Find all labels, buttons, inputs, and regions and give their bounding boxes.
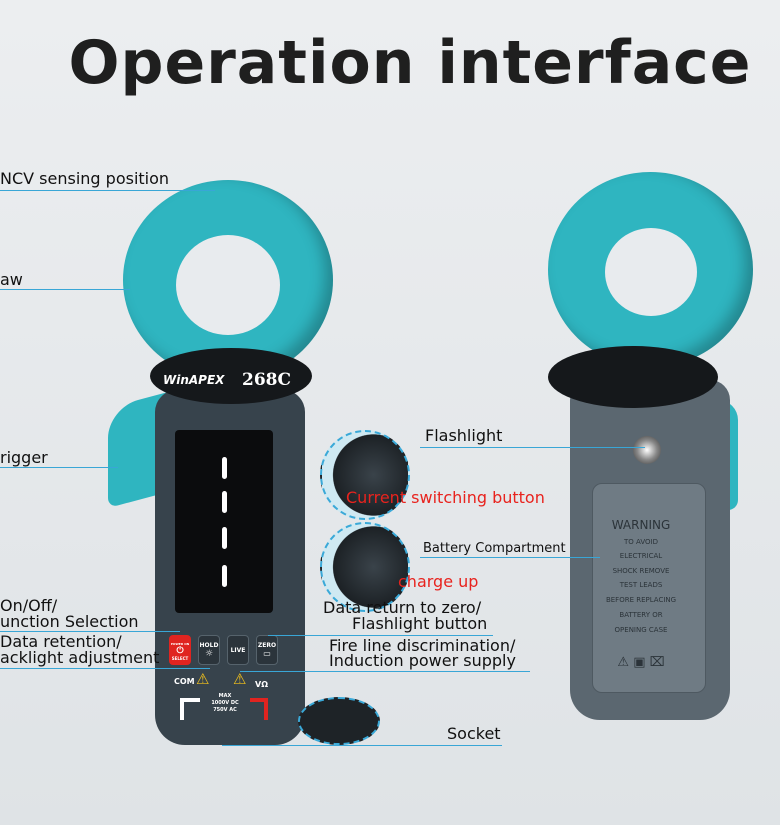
socket-inset: [298, 697, 380, 745]
jaw-opening: [176, 235, 280, 335]
warning-line: TO AVOID: [624, 538, 658, 546]
warning-icon: ⚠: [233, 670, 247, 688]
warning-heading: WARNING: [611, 518, 671, 532]
label-live-1: Fire line discrimination/: [329, 636, 516, 655]
head: [150, 348, 312, 404]
label-ncv: NCV sensing position: [0, 169, 170, 188]
warning-line: ELECTRICAL: [619, 552, 663, 560]
display-segment: [222, 565, 227, 587]
label-live-2: Induction power supply: [329, 651, 516, 670]
label-zero-2: Flashlight button: [352, 614, 488, 633]
warning-icon: ⚠: [196, 670, 210, 688]
label-battery: Battery Compartment: [423, 541, 566, 556]
label-flashlight: Flashlight: [425, 426, 503, 445]
label-hold-2: acklight adjustment: [0, 648, 160, 667]
leader-line: [222, 745, 502, 746]
brand-logo: WinAPEX: [163, 373, 225, 387]
safety-icons: ⚠ ▣ ⌧: [617, 655, 665, 670]
warning-line: TEST LEADS: [619, 581, 663, 589]
select-button[interactable]: POWER ON⏻SELECT: [169, 635, 191, 665]
label-trigger: rigger: [0, 448, 48, 467]
backlight-icon: ☼: [204, 649, 214, 659]
hold-button[interactable]: HOLD☼: [198, 635, 220, 665]
warning-line: BEFORE REPLACING: [605, 596, 677, 604]
display-segment: [222, 457, 227, 479]
side-button-inset: [320, 430, 410, 520]
leader-line: [0, 467, 118, 468]
label-socket: Socket: [447, 724, 501, 743]
com-label: COM: [174, 677, 195, 686]
label-onoff-2: unction Selection: [0, 612, 139, 631]
label-zero-1: Data return to zero/: [323, 598, 482, 617]
warning-line: OPENING CASE: [614, 626, 668, 634]
leader-line: [420, 447, 645, 448]
display-segment: [222, 527, 227, 549]
v-arrow-icon: [250, 698, 268, 720]
model-number: 268C: [242, 370, 292, 390]
label-hold-1: Data retention/: [0, 632, 122, 651]
live-button[interactable]: LIVE: [227, 635, 249, 665]
leader-line: [0, 289, 130, 290]
leader-line: [268, 635, 493, 636]
leader-line: [0, 631, 180, 632]
warning-line: BATTERY OR: [619, 611, 663, 619]
warning-line: SHOCK REMOVE: [612, 567, 670, 575]
flashlight-lens: [633, 436, 661, 464]
flashlight-icon: ▭: [263, 649, 271, 658]
battery-cover: [592, 483, 706, 693]
label-charge: charge up: [398, 572, 479, 591]
page-title: Operation interface: [68, 28, 752, 98]
charge-port-inset: [320, 522, 410, 612]
leader-line: [240, 671, 530, 672]
vohm-label: VΩ: [255, 680, 268, 689]
display-segment: [222, 491, 227, 513]
com-arrow-icon: [180, 698, 200, 720]
leader-line: [0, 190, 215, 191]
power-icon: ⏻: [176, 646, 184, 656]
label-current-switch: Current switching button: [346, 488, 545, 507]
zero-button[interactable]: ZERO▭: [256, 635, 278, 665]
jaw-opening: [605, 228, 697, 316]
back-head: [548, 346, 718, 408]
label-onoff-1: On/Off/: [0, 596, 58, 615]
leader-line: [0, 668, 210, 669]
label-jaw: aw: [0, 270, 23, 289]
leader-line: [420, 557, 600, 558]
